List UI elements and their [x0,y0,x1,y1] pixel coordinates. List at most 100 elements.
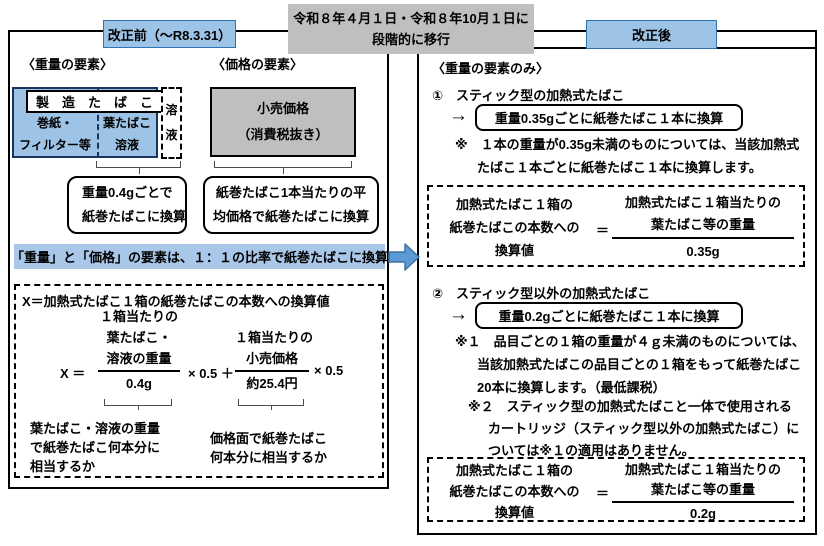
formula-times-plus: × 0.5 ＋ [188,366,234,381]
solution-char2: 液 [165,128,178,142]
transition-arrow-icon [388,240,420,274]
weight-note-line1: 葉たばこ・溶液の重量 [30,421,161,436]
frac1-num-line3: 溶液の重量 [106,351,172,366]
frac1-underbracket [104,399,172,410]
price-rule-box: 紙巻たばこ1本当たりの平 均価格で紙巻たばこに換算 [203,176,379,234]
after-label-box: 改正後 [586,20,717,49]
calc1-left-line2: 紙巻たばこの本数への [449,220,580,235]
calc2-den: 0.2g [689,506,716,521]
calc2-num-line2: 葉たばこ等の重量 [650,482,755,497]
price-bracket [214,161,352,174]
paper-filter-cell: 巻紙・ フィルター等 [12,112,98,156]
product-label: 製 造 た ば こ [35,95,153,110]
leaf-cell-line1: 葉たばこ [102,116,151,130]
item1-rule-text: 重量0.35gごとに紙巻たばこ１本に換算 [494,111,724,126]
solution-char1: 溶 [165,103,178,117]
weight-note-line2: で紙巻たばこ何本分に [30,440,161,455]
weight-bracket [96,161,181,174]
calc2-bar [612,501,794,503]
frac2-underbracket [238,399,304,410]
fraction-weight: １箱当たりの 葉たばこ・ 溶液の重量 0.4g [98,306,180,393]
weight-rule-box: 重量0.4gごとで 紙巻たばこに換算 [67,176,187,234]
item2-note2-line1: ※２ スティック型の加熱式たばこと一体で使用される [468,399,792,414]
item2-note1-line2: 当該加熱式たばこの品目ごとの１箱をもって紙巻たばこ [477,357,802,372]
weight-note-line3: 相当するか [30,459,96,474]
before-label: 改正前（～R8.3.31） [107,27,232,43]
calc2-left-line1: 加熱式たばこ１箱の [455,463,573,478]
calc1-den: 0.35g [686,244,720,259]
price-note-line1: 価格面で紙巻たばこ [210,431,328,446]
price-rule-line1: 紙巻たばこ1本当たりの平 [215,185,367,200]
item1-arrow-icon: → [449,105,468,126]
item1-label: ① スティック型の加熱式たばこ [432,88,625,103]
calc-box-2 [427,457,805,522]
frac1-num-line2: 葉たばこ・ [106,330,172,345]
formula-title: X＝加熱式たばこ１箱の紙巻たばこの本数への換算値 [22,294,330,309]
price-note: 価格面で紙巻たばこ 何本分に相当するか [210,429,327,467]
item2-rule-box: 重量0.2gごとに紙巻たばこ１本に換算 [475,302,743,329]
calc1-left-line1: 加熱式たばこ１箱の [455,197,573,212]
item1-note-line2: たばこ１本ごとに紙巻たばこ１本に換算します。 [477,160,762,175]
weight-rule-line1: 重量0.4gごとで [82,185,173,200]
calc1-num-line1: 加熱式たばこ１箱当たりの [624,195,781,210]
after-label: 改正後 [631,28,671,43]
item1-note-line1: ※ １本の重量が0.35g未満のものについては、当該加熱式 [455,137,800,152]
frac1-num-line1: １箱当たりの [99,309,178,324]
item2-rule-text: 重量0.2gごとに紙巻たばこ１本に換算 [498,309,720,324]
transition-box: 令和８年４月１日・令和８年10月１日に 段階的に移行 [288,4,534,54]
calc2-num-line1: 加熱式たばこ１箱当たりの [624,462,781,477]
frac2-num-line1: １箱当たりの [235,330,314,345]
calc2-left: 加熱式たばこ１箱の 紙巻たばこの本数への 換算値 [437,460,592,523]
conversion-formula-box [14,284,384,478]
formula-x-equals: X ＝ [60,366,86,381]
calc1-bar [612,237,794,239]
calc1-left: 加熱式たばこ１箱の 紙巻たばこの本数への 換算値 [437,193,592,262]
retail-line2: （消費税抜き） [237,127,329,142]
item2-note2-line2: カートリッジ（スティック型以外の加熱式たばこ）に [488,421,800,436]
price-rule-line2: 均価格で紙巻たばこに換算 [212,209,369,224]
formula-times: × 0.5 [314,363,344,378]
fraction-price: １箱当たりの 小売価格 約25.4円 [235,327,314,393]
item2-note2-line3: ついては※１の適用はありません。 [488,443,695,458]
transition-line2: 段階的に移行 [371,32,450,47]
calc2-equals: ＝ [596,486,610,501]
calc1-fraction: 加熱式たばこ１箱当たりの 葉たばこ等の重量 0.35g [612,192,794,262]
paper-cell-line2: フィルター等 [19,138,91,152]
weight-rule-line2: 紙巻たばこに換算 [82,209,187,224]
ratio-bar-text: 「重量」と「価格」の要素は、１：１の比率で紙巻たばこに換算 [11,250,389,265]
item2-arrow-icon: → [449,304,468,325]
frac1-bar [98,370,180,372]
only-weight-heading: 〈重量の要素のみ〉 [432,61,550,76]
frac2-bar [235,370,309,372]
price-heading: 〈価格の要素〉 [212,57,304,72]
leaf-solution-cell: 葉たばこ 溶液 [98,112,156,156]
calc1-left-line3: 換算値 [494,243,534,258]
leaf-cell-line2: 溶液 [114,138,139,152]
ratio-bar: 「重量」と「価格」の要素は、１：１の比率で紙巻たばこに換算 [11,244,389,269]
right-connector-stub [815,30,817,49]
calc2-left-line3: 換算値 [494,505,534,520]
calc1-equals: ＝ [596,223,610,238]
retail-line1: 小売価格 [256,101,309,116]
retail-price-box: 小売価格 （消費税抜き） [210,87,356,157]
frac2-den: 約25.4円 [246,376,298,391]
item2-note1-line1: ※１ 品目ごとの１箱の重量が４ｇ未満のものについては、 [455,334,805,349]
solution-dashed-cell: 溶 液 [161,87,182,159]
item2-label: ② スティック型以外の加熱式たばこ [432,286,651,301]
transition-line1: 令和８年４月１日・令和８年10月１日に [293,11,529,26]
before-label-box: 改正前（～R8.3.31） [103,20,236,48]
frac2-num-line2: 小売価格 [245,351,298,366]
price-note-line2: 何本分に相当するか [210,450,328,465]
item1-rule-box: 重量0.35gごとに紙巻たばこ１本に換算 [475,104,743,131]
calc-box-1 [427,185,805,267]
calc2-fraction: 加熱式たばこ１箱当たりの 葉たばこ等の重量 0.2g [612,460,794,523]
calc1-num-line2: 葉たばこ等の重量 [650,217,755,232]
frac1-den: 0.4g [125,376,152,391]
weight-heading: 〈重量の要素〉 [22,57,114,72]
table-divider [97,87,99,158]
calc2-left-line2: 紙巻たばこの本数への [449,484,580,499]
product-overlay-box: 製 造 た ば こ [26,90,163,113]
paper-cell-line1: 巻紙・ [36,116,73,130]
item2-note1-line3: 20本に換算します。（最低課税） [477,380,666,395]
